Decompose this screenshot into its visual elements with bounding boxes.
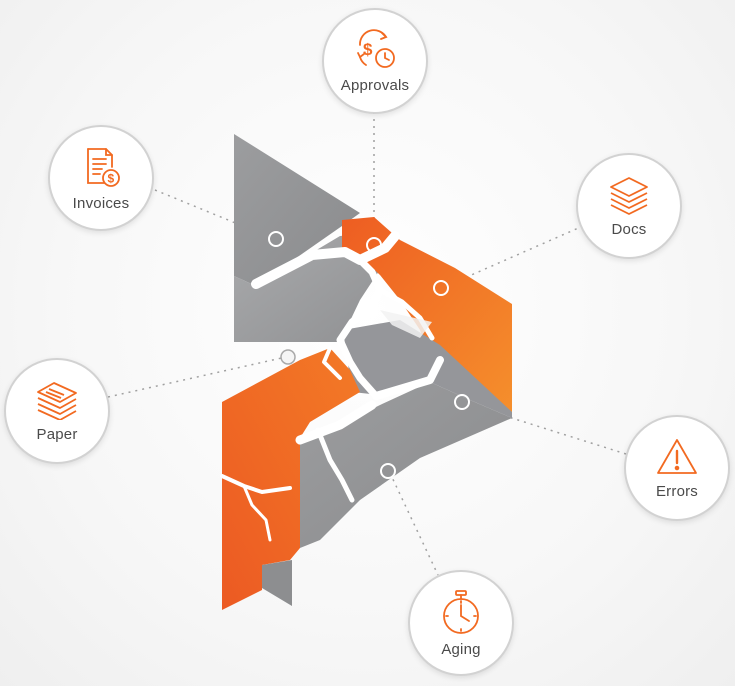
stopwatch-icon (439, 589, 483, 635)
logo-gray-foot (262, 560, 292, 606)
node-docs[interactable]: Docs (576, 153, 682, 259)
connector-hubs (268, 231, 470, 479)
logo-gray-top (234, 134, 360, 286)
node-paper-label: Paper (36, 425, 78, 443)
logo-gray-bottom (300, 382, 512, 548)
svg-text:$: $ (363, 40, 373, 59)
connector-aging (389, 472, 439, 576)
connector-paper (107, 356, 287, 398)
node-aging[interactable]: Aging (408, 570, 514, 676)
logo-cracks (220, 231, 444, 542)
node-invoices-label: Invoices (72, 194, 130, 212)
invoice-dollar-icon: $ (80, 145, 122, 189)
paper-stack-icon (34, 380, 80, 420)
logo-orange-top (342, 217, 512, 412)
node-approvals[interactable]: $ Approvals (322, 8, 428, 114)
svg-text:$: $ (108, 171, 115, 185)
node-approvals-label: Approvals (340, 76, 410, 94)
node-aging-label: Aging (441, 640, 481, 658)
node-paper[interactable]: Paper (4, 358, 110, 464)
node-errors-label: Errors (655, 482, 699, 500)
logo-orange-bottom (222, 348, 360, 610)
stacked-layers-icon (606, 175, 652, 215)
warning-triangle-icon (655, 437, 699, 477)
logo-gray-mid (234, 233, 385, 342)
node-docs-label: Docs (611, 220, 647, 238)
node-invoices[interactable]: $ Invoices (48, 125, 154, 231)
dollar-clock-cycle-icon: $ (352, 28, 398, 71)
node-errors[interactable]: Errors (624, 415, 730, 521)
